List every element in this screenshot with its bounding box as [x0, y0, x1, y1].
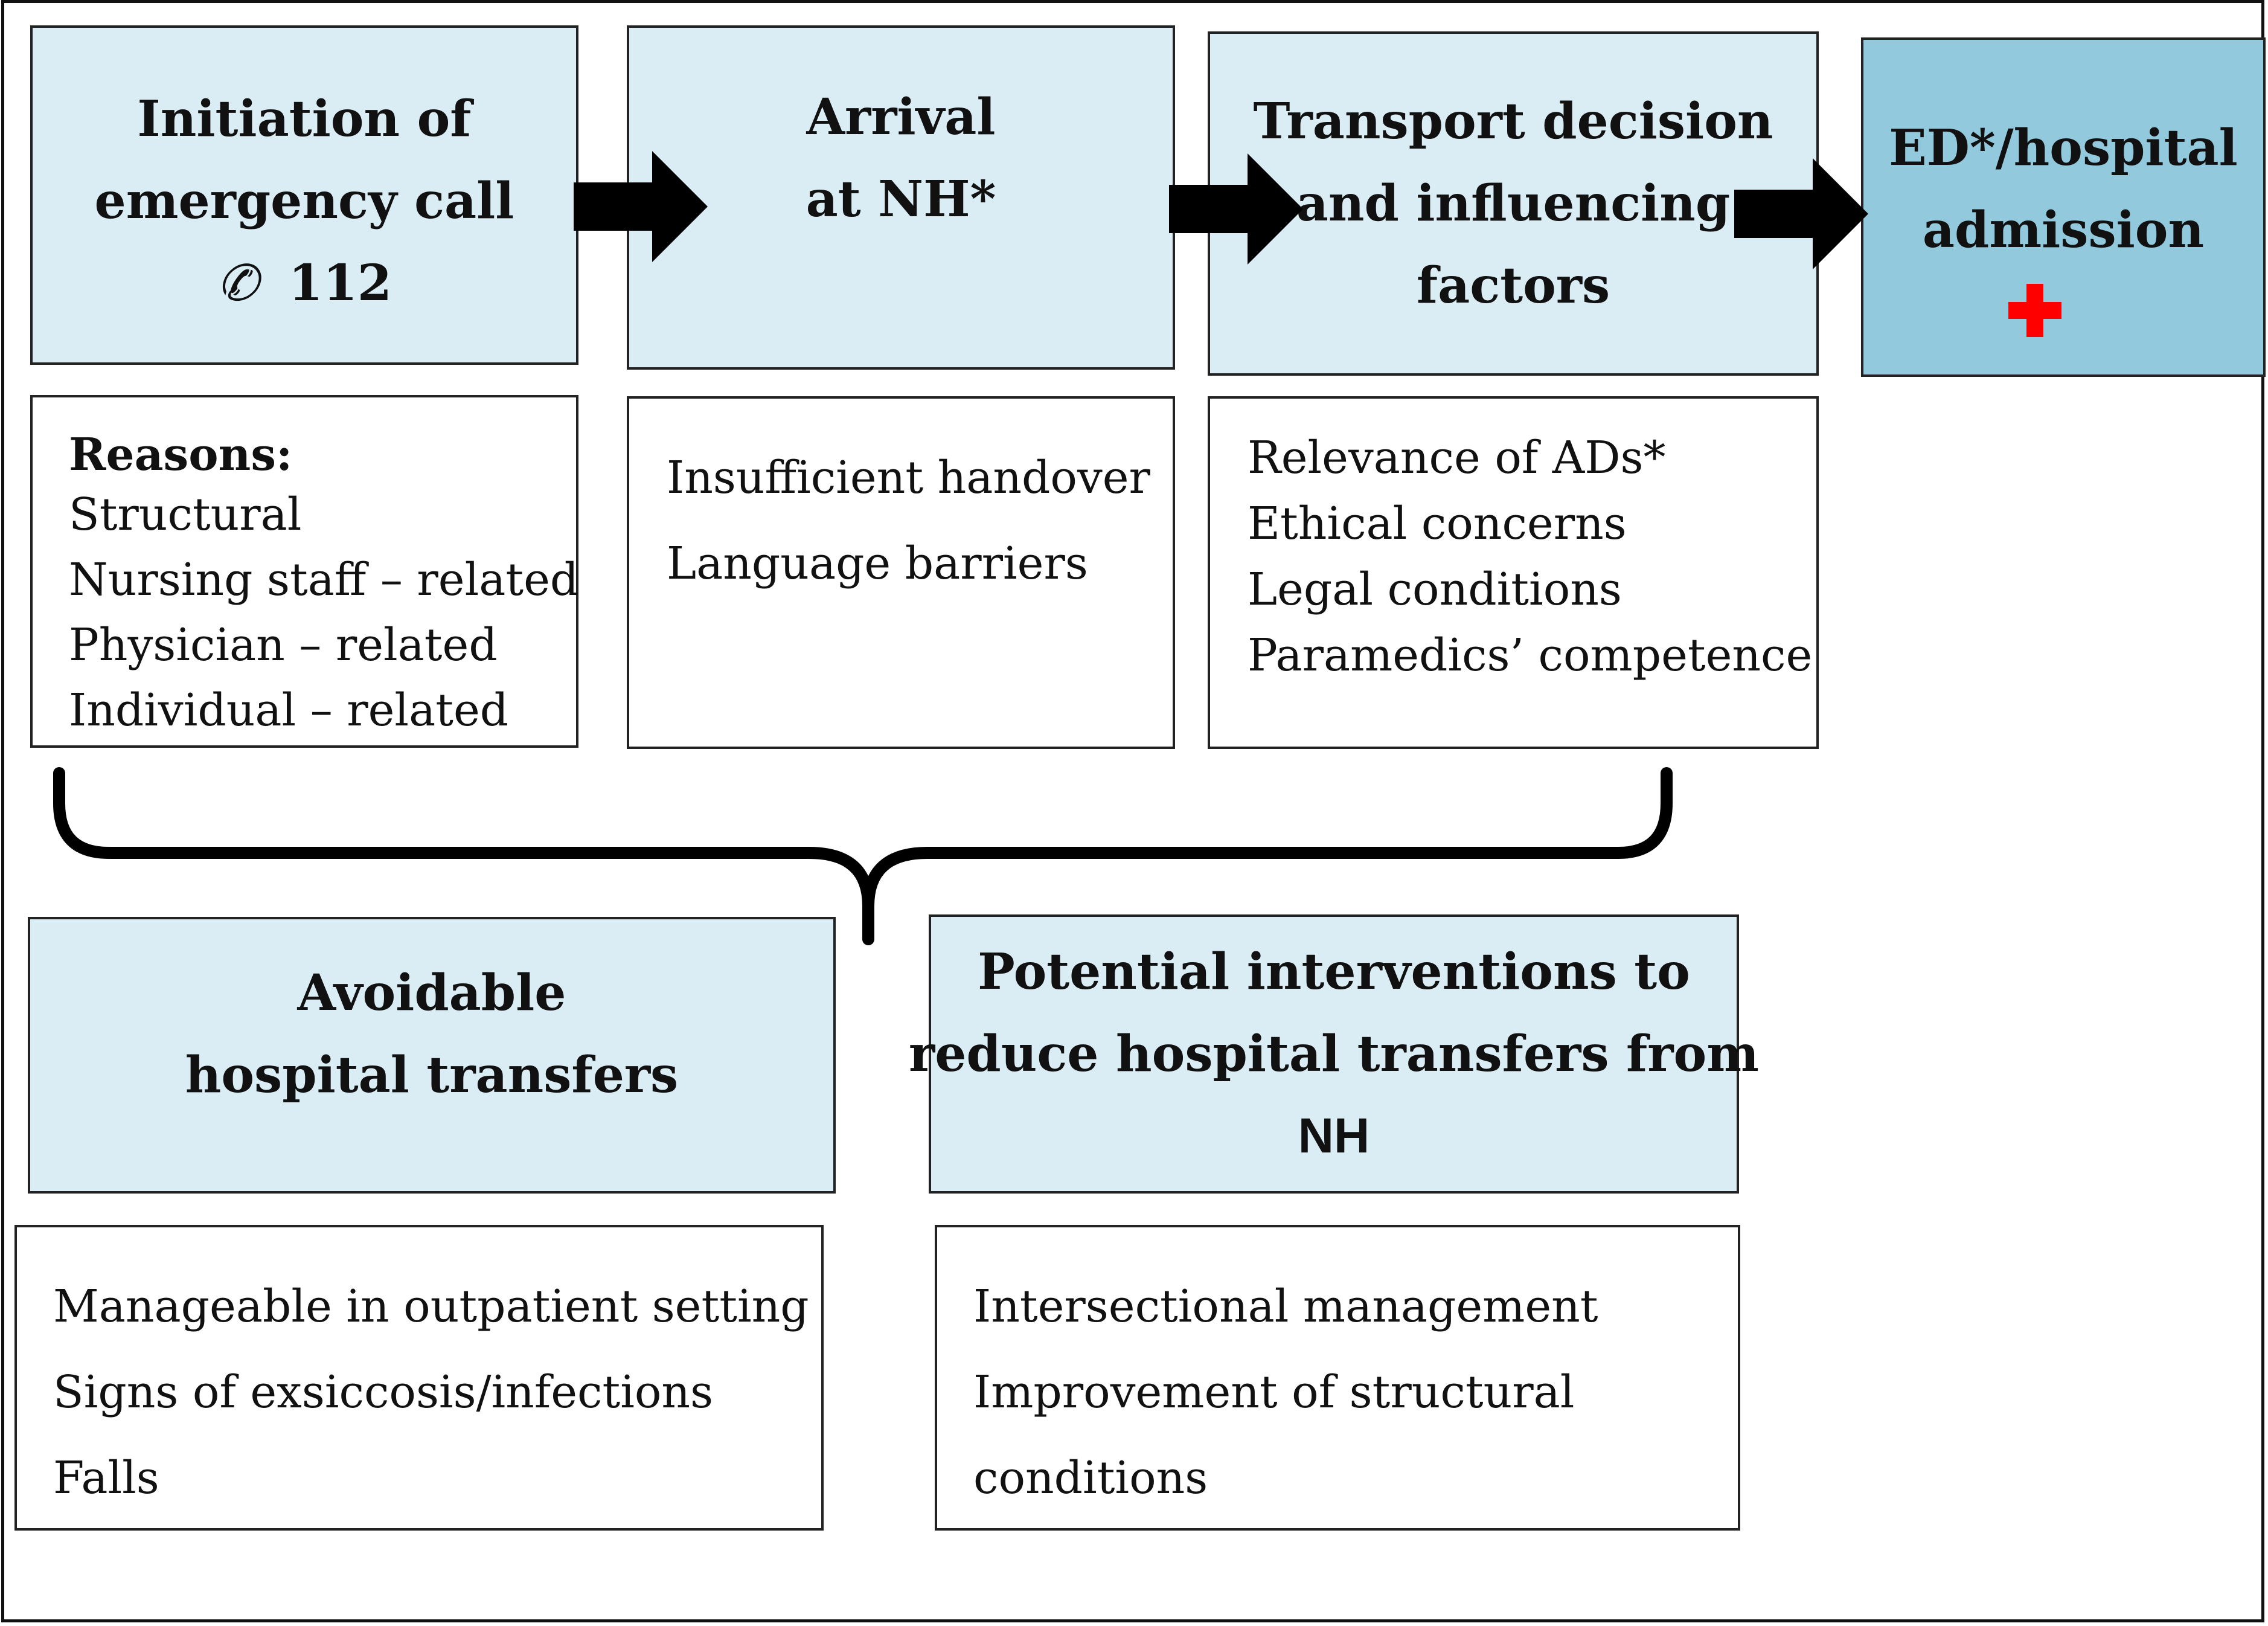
step-admission-line-2: admission: [1922, 201, 2205, 259]
avoidable-transfers-header: Avoidable hospital transfers: [28, 917, 836, 1194]
transport-factor-item: Ethical concerns: [1248, 498, 1627, 550]
step-transport-line-3: factors: [1416, 257, 1610, 315]
red-cross-icon: [2008, 284, 2061, 337]
arrival-issues-box: Insufficient handover Language barriers: [627, 396, 1175, 749]
step-arrival-line-2: at NH*: [806, 170, 996, 228]
reason-item: Nursing staff – related: [69, 554, 579, 606]
avoidable-line-2: hospital transfers: [185, 1046, 679, 1104]
step-admission-line-1: ED*/hospital: [1889, 119, 2238, 177]
transport-factor-item: Paramedics’ competence: [1248, 629, 1813, 681]
reasons-title: Reasons:: [69, 429, 293, 481]
arrow-right-icon: [1734, 158, 1868, 269]
step-emergency-call: Initiation of emergency call ✆ 112: [30, 25, 578, 365]
reason-item: Individual – related: [69, 684, 509, 736]
step-arrival: Arrival at NH*: [627, 25, 1175, 370]
step-transport-decision: Transport decision and influencing facto…: [1208, 31, 1819, 376]
arrow-right-icon: [574, 151, 708, 262]
telephone-icon: ✆: [217, 254, 258, 312]
avoidable-item: Falls: [53, 1452, 159, 1504]
step-emergency-call-line-1: Initiation of: [137, 89, 472, 148]
step-arrival-line-1: Arrival: [806, 88, 996, 146]
avoidable-line-1: Avoidable: [297, 964, 566, 1022]
intervention-item: Improvement of structural: [973, 1366, 1575, 1418]
step-transport-line-2: and influencing: [1296, 175, 1731, 233]
avoidable-item: Manageable in outpatient setting: [53, 1281, 809, 1332]
step-transport-line-1: Transport decision: [1253, 92, 1773, 150]
interventions-line-1: Potential interventions to: [978, 943, 1690, 1001]
reason-item: Physician – related: [69, 619, 498, 671]
interventions-list: Intersectional management Improvement of…: [935, 1225, 1740, 1531]
step-hospital-admission: ED*/hospital admission: [1861, 37, 2266, 377]
emergency-number-value: 112: [288, 254, 392, 312]
avoidable-transfers-list: Manageable in outpatient setting Signs o…: [14, 1225, 824, 1531]
reason-item: Structural: [69, 489, 302, 541]
avoidable-item: Signs of exsiccosis/infections: [53, 1366, 714, 1418]
emergency-number: ✆ 112: [217, 242, 392, 325]
transport-factors-box: Relevance of ADs* Ethical concerns Legal…: [1208, 396, 1819, 749]
transport-factor-item: Legal conditions: [1248, 564, 1622, 615]
interventions-line-2: reduce hospital transfers from: [909, 1025, 1759, 1083]
intervention-item: conditions: [973, 1452, 1208, 1504]
arrival-issue-item: Insufficient handover: [667, 452, 1150, 504]
interventions-header: Potential interventions to reduce hospit…: [909, 914, 1759, 1194]
intervention-item: Intersectional management: [973, 1281, 1598, 1332]
step-emergency-call-line-2: emergency call: [94, 172, 514, 230]
reasons-box: Reasons: Structural Nursing staff – rela…: [30, 395, 578, 748]
arrival-issue-item: Language barriers: [667, 538, 1088, 590]
arrow-right-icon: [1169, 153, 1303, 265]
interventions-line-3: NH: [1298, 1108, 1370, 1163]
transport-factor-item: Relevance of ADs*: [1248, 432, 1666, 484]
